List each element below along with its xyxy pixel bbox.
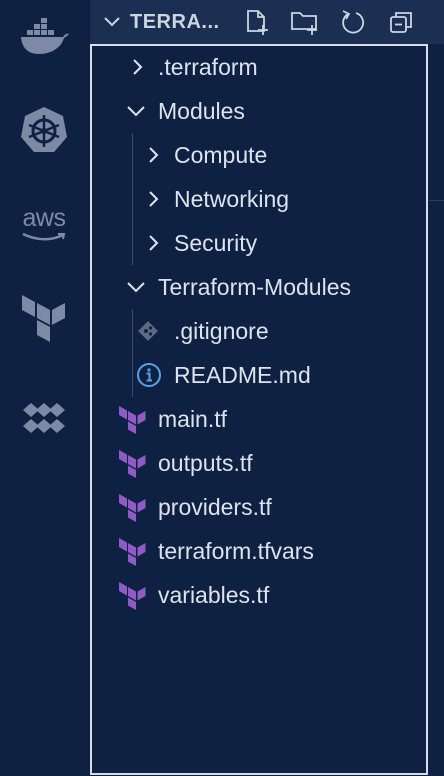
tree-item-networking-folder[interactable]: Networking (90, 177, 428, 221)
tree-item-modules-folder[interactable]: Modules (90, 89, 428, 133)
docker-icon[interactable] (0, 6, 88, 66)
indent-guide (132, 309, 133, 397)
tree-item-providers-tf[interactable]: providers.tf (90, 485, 428, 529)
tree-item-label: .terraform (158, 54, 258, 80)
indent-guide (132, 133, 133, 265)
tree-item-label: Terraform-Modules (158, 274, 351, 300)
chevron-right-icon[interactable] (128, 57, 148, 82)
info-icon (136, 362, 162, 393)
tree-item-terraform-folder[interactable]: .terraform (90, 45, 428, 89)
tree-item-readme[interactable]: README.md (90, 353, 428, 397)
tree-item-label: terraform.tfvars (158, 538, 314, 564)
chevron-right-icon[interactable] (144, 145, 164, 170)
dots-grid-icon[interactable] (0, 388, 88, 448)
terraform-file-icon (118, 406, 148, 439)
terraform-icon[interactable] (0, 290, 88, 350)
refresh-icon[interactable] (338, 7, 368, 37)
explorer-panel: TERRA... (90, 0, 444, 776)
chevron-down-icon[interactable] (125, 101, 147, 126)
activity-bar: aws (0, 0, 88, 776)
section-title: TERRA... (130, 11, 220, 33)
tree-item-main-tf[interactable]: main.tf (90, 397, 428, 441)
tree-item-label: README.md (174, 362, 311, 388)
git-icon (136, 319, 160, 348)
tree-item-security-folder[interactable]: Security (90, 221, 428, 265)
kubernetes-icon[interactable] (0, 100, 88, 160)
terraform-file-icon (118, 538, 148, 571)
collapse-all-icon[interactable] (386, 7, 416, 37)
tree-item-variables-tf[interactable]: variables.tf (90, 573, 428, 617)
tree-item-gitignore[interactable]: .gitignore (90, 309, 428, 353)
terraform-file-icon (118, 582, 148, 615)
chevron-down-icon[interactable] (125, 277, 147, 302)
divider (429, 200, 444, 201)
tree-item-compute-folder[interactable]: Compute (90, 133, 428, 177)
tree-item-label: Networking (174, 186, 290, 212)
tree-item-label: providers.tf (158, 494, 272, 520)
tree-item-label: main.tf (158, 406, 228, 432)
chevron-down-icon[interactable] (102, 12, 122, 37)
chevron-right-icon[interactable] (144, 233, 164, 258)
file-tree (90, 44, 428, 775)
new-file-icon[interactable] (242, 7, 272, 37)
new-folder-icon[interactable] (290, 7, 320, 37)
terraform-file-icon (118, 494, 148, 527)
tree-item-label: Compute (174, 142, 268, 168)
chevron-right-icon[interactable] (144, 189, 164, 214)
aws-icon-text: aws (22, 204, 66, 232)
terraform-file-icon (118, 450, 148, 483)
aws-icon[interactable]: aws (0, 194, 88, 254)
tree-item-terraform-modules-folder[interactable]: Terraform-Modules (90, 265, 428, 309)
tree-item-label: variables.tf (158, 582, 270, 608)
tree-item-outputs-tf[interactable]: outputs.tf (90, 441, 428, 485)
tree-item-terraform-tfvars[interactable]: terraform.tfvars (90, 529, 428, 573)
explorer-section-header[interactable]: TERRA... (90, 0, 444, 44)
tree-item-label: outputs.tf (158, 450, 253, 476)
tree-item-label: Security (174, 230, 258, 256)
tree-item-label: Modules (158, 98, 245, 124)
tree-item-label: .gitignore (174, 318, 269, 344)
